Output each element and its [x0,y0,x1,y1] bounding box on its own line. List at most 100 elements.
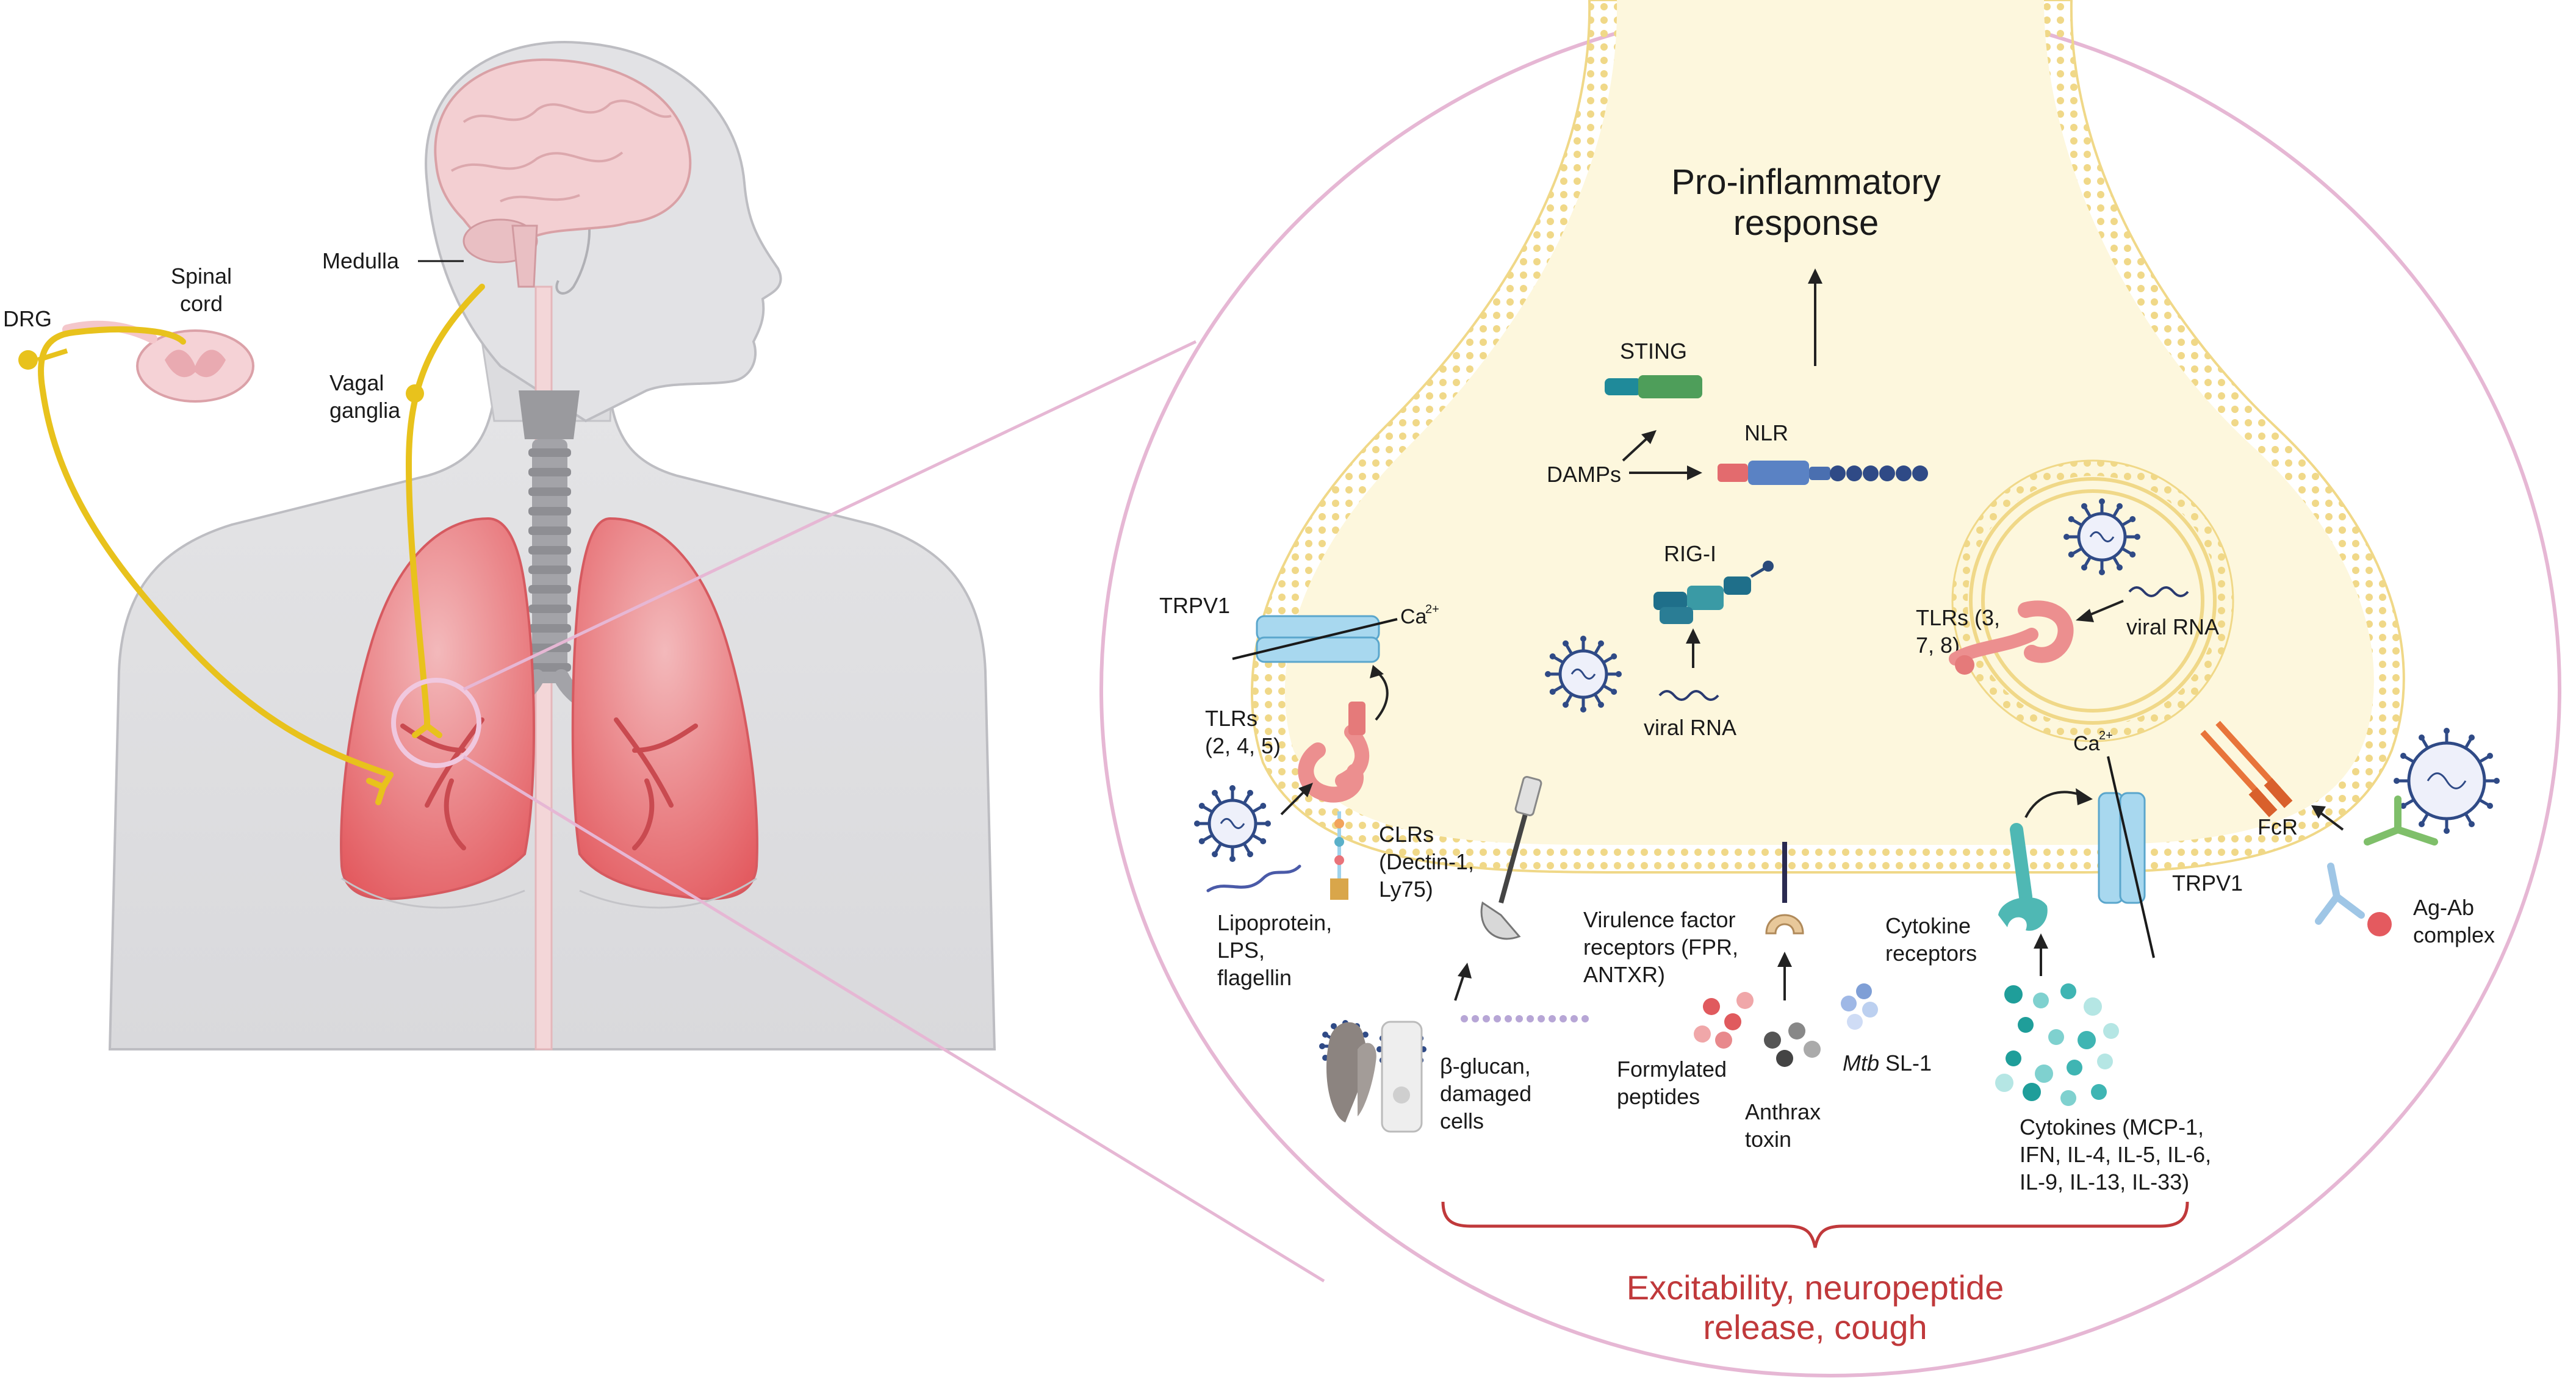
trachea-ring [528,487,571,496]
label-rig-i: RIG-I [1664,541,1716,566]
endosome-inner-ring [1981,489,2204,713]
larynx [519,390,580,439]
cytokine-dot [2033,993,2049,1008]
label-virulence-2: receptors (FPR, [1583,935,1738,960]
label-virulence-1: Virulence factor [1583,907,1735,932]
cytokine-dot [2018,1017,2034,1033]
antibody-blue [2315,863,2365,925]
virus-spike-tip [2419,734,2425,741]
cytokine-dot [2060,1090,2076,1106]
trachea-ring [528,624,571,633]
cytokine-receptor [1998,823,2048,931]
label-fcr: FcR [2258,814,2298,839]
nlr-bead [1896,465,1912,481]
arrow-rna-to-rig-i [1686,628,1700,668]
trachea-ring [528,507,571,515]
label-tlrs-surface-1: TLRs [1205,706,1257,731]
trachea [532,439,567,683]
label-cytokine-receptors-2: receptors [1885,941,1977,966]
outcome-line-2: release, cough [1703,1308,1927,1346]
right-lung [340,517,535,900]
anthrax-toxin-particle [1788,1022,1805,1040]
virus-spike-tip [2081,503,2087,509]
nlr-bead [1912,465,1928,481]
virus-spike [1553,655,1564,664]
pro-inflammatory-line-1: Pro-inflammatory [1671,162,1941,202]
virus-spike-tip [1198,838,1205,844]
virus-spike [2478,798,2490,807]
formylated-peptide [1724,1013,1741,1030]
surface-tlr [1298,702,1370,803]
virus-spike-tip [1549,653,1556,659]
virus-spike-tip [1616,671,1622,677]
cytokine-dot [1995,1074,2013,1092]
cytokine-particles [1995,983,2119,1106]
virus-genome [2089,531,2115,543]
nlr-bead [1879,465,1895,481]
label-spinal-cord-1: Spinal [171,264,232,289]
cytokine-dot [2097,1054,2113,1069]
label-tlrs-surface-2: (2, 4, 5) [1205,733,1281,758]
virus-spike-tip [1229,856,1236,862]
trpv1-left-channel [1232,615,1398,663]
virus-spike-tip [2068,551,2074,558]
label-lipoprotein-2: LPS, [1217,938,1265,963]
arrow-agab-to-fcr [2311,805,2344,831]
virus-spike-tip [1229,785,1236,791]
damaged-cells [1326,1021,1423,1133]
virus-spike-tip [1611,689,1617,695]
bronchial-tree [400,717,698,850]
virus-spike-tip [2469,821,2475,828]
sting-protein [1605,375,1702,398]
virus-spike-tip [2099,569,2105,575]
beta-glucan-chain [1461,1015,1589,1022]
label-sting: STING [1620,339,1687,364]
virus-spike [1602,684,1614,693]
cytokine-dot [2035,1065,2053,1083]
formylated-peptide [1703,998,1720,1015]
virus-genome [1570,668,1596,680]
glucan-bead [1560,1015,1567,1022]
label-ca-left: Ca [1400,605,1427,628]
virus-spike-tip [1247,851,1253,858]
label-clrs-2: (Dectin-1, [1379,849,1474,874]
glucan-bead [1505,1015,1512,1022]
brainstem [511,224,538,288]
nlr-protein [1718,461,1830,485]
glucan-bead [1494,1015,1501,1022]
virus-spike [2403,755,2415,764]
arrow-cytokines-to-receptor [2034,933,2048,976]
lps-molecule [1330,811,1348,900]
virus-spike-tip [2487,803,2494,809]
virus-spike-tip [1319,1043,1325,1049]
mtb-sl1-particle [1841,996,1857,1011]
arrow-damps-to-nlr [1629,465,1702,480]
label-beta-glucan-3: cells [1440,1108,1484,1133]
virus-spike [2478,755,2490,764]
label-beta-glucan-1: β-glucan, [1440,1054,1531,1079]
cytokine-dot [2004,985,2023,1004]
virus-spike-tip [1580,636,1586,642]
virus-spike-tip [1598,640,1604,647]
drg-ganglion [18,350,38,370]
label-ag-ab-2: complex [2413,922,2495,947]
virus-spike [1251,805,1263,814]
glucan-bead [1549,1015,1556,1022]
human-body-illustration [108,41,996,1050]
anthrax-toxin-particle [1764,1032,1781,1049]
virus-spike-tip [2444,728,2450,734]
virus-spike-tip [1212,789,1218,796]
label-spinal-cord-2: cord [180,291,223,316]
label-ca-left-superscript: 2+ [1425,603,1439,616]
endosomal-tlr [1949,600,2074,675]
cytokine-dot [2091,1084,2107,1100]
glucan-bead [1581,1015,1589,1022]
virus-spike-tip [2117,503,2123,509]
label-cytokine-receptors-1: Cytokine [1885,913,1971,938]
cytokine-dot [2023,1083,2041,1101]
virus-spike [1602,655,1614,664]
virus-spike-tip [2400,803,2406,809]
virus-spike-tip [1545,671,1551,677]
virus-spike-tip [1563,640,1569,647]
